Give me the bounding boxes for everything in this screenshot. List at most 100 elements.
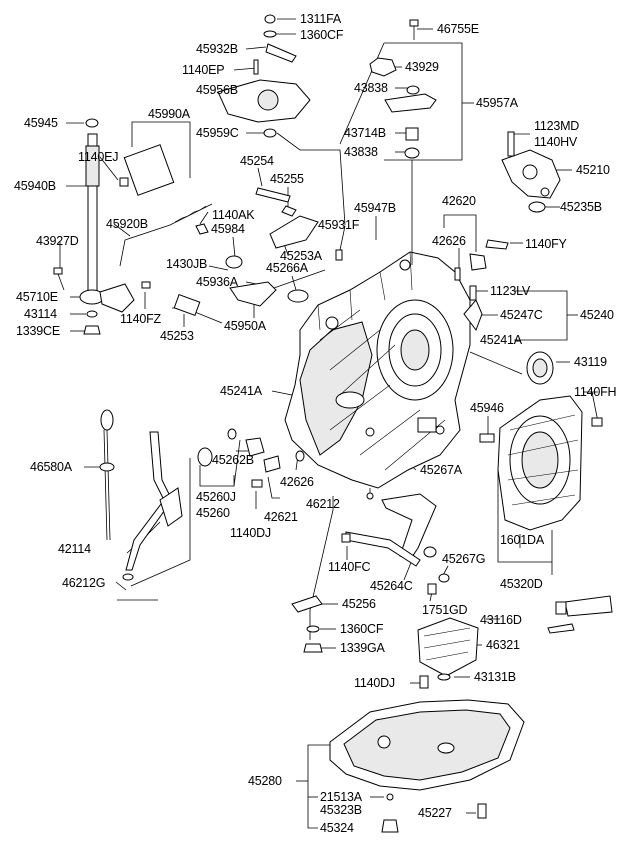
label-43116D: 43116D bbox=[480, 613, 522, 627]
label-1140DJ-mid: 1140DJ bbox=[230, 526, 271, 540]
label-43714B: 43714B bbox=[344, 126, 386, 140]
part-labels: 1311FA 1360CF 46755E 45932B 1140EP 43929… bbox=[14, 12, 617, 835]
oil-pan bbox=[329, 699, 525, 833]
label-45227: 45227 bbox=[418, 806, 452, 820]
inhibitor-switch bbox=[217, 14, 311, 138]
label-45984: 45984 bbox=[211, 222, 245, 236]
label-46755E: 46755E bbox=[437, 22, 479, 36]
label-1601DA: 1601DA bbox=[500, 533, 545, 547]
oil-seal-43119 bbox=[526, 351, 554, 385]
cap-45235B bbox=[528, 201, 546, 213]
label-42620: 42620 bbox=[442, 194, 476, 208]
label-45920B: 45920B bbox=[106, 217, 148, 231]
label-1140EP: 1140EP bbox=[182, 63, 224, 77]
label-1140FC: 1140FC bbox=[328, 560, 371, 574]
label-1751GD: 1751GD bbox=[422, 603, 468, 617]
label-1123LV: 1123LV bbox=[490, 284, 531, 298]
label-45280: 45280 bbox=[248, 774, 282, 788]
transmission-case bbox=[284, 251, 471, 489]
label-1140FZ: 1140FZ bbox=[120, 312, 162, 326]
label-45323B: 45323B bbox=[320, 803, 362, 817]
label-43838-a: 43838 bbox=[354, 81, 388, 95]
label-1360CF-top: 1360CF bbox=[300, 28, 344, 42]
label-45990A: 45990A bbox=[148, 107, 191, 121]
solenoid-group bbox=[197, 428, 305, 488]
bracket-45256 bbox=[291, 595, 323, 653]
label-45260J: 45260J bbox=[196, 490, 236, 504]
label-43838-b: 43838 bbox=[344, 145, 378, 159]
detent-spring-group bbox=[369, 57, 437, 265]
parking-pawl-shaft bbox=[255, 187, 297, 217]
label-45260: 45260 bbox=[196, 506, 230, 520]
label-43929: 43929 bbox=[405, 60, 439, 74]
label-45932B: 45932B bbox=[196, 42, 238, 56]
label-1123MD: 1123MD bbox=[534, 119, 579, 133]
label-45262B: 45262B bbox=[212, 453, 254, 467]
label-45959C: 45959C bbox=[196, 126, 239, 140]
label-45241A-left: 45241A bbox=[220, 384, 263, 398]
label-45247C: 45247C bbox=[500, 308, 543, 322]
label-43131B: 43131B bbox=[474, 670, 516, 684]
speed-sensor-42620 bbox=[454, 239, 509, 281]
label-45253: 45253 bbox=[160, 329, 194, 343]
label-45940B: 45940B bbox=[14, 179, 56, 193]
label-45946: 45946 bbox=[470, 401, 504, 415]
label-45255: 45255 bbox=[270, 172, 304, 186]
label-43927D: 43927D bbox=[36, 234, 79, 248]
label-42621: 42621 bbox=[264, 510, 298, 524]
label-43119: 43119 bbox=[574, 355, 607, 369]
label-45324: 45324 bbox=[320, 821, 354, 835]
label-1140AK: 1140AK bbox=[212, 208, 255, 222]
label-46580A: 46580A bbox=[30, 460, 73, 474]
label-1140FH: 1140FH bbox=[574, 385, 617, 399]
label-1360CF-bot: 1360CF bbox=[340, 622, 384, 636]
cover-45247C bbox=[463, 285, 483, 332]
label-1140HV: 1140HV bbox=[534, 135, 578, 149]
label-1430JB: 1430JB bbox=[166, 257, 207, 271]
plug-45946 bbox=[479, 417, 603, 443]
label-45320D: 45320D bbox=[500, 577, 543, 591]
label-45936A: 45936A bbox=[196, 275, 239, 289]
label-46321: 46321 bbox=[486, 638, 520, 652]
bolt-43927D bbox=[53, 267, 65, 291]
label-46212G: 46212G bbox=[62, 576, 105, 590]
manual-shaft bbox=[79, 118, 135, 335]
label-45266A: 45266A bbox=[266, 261, 309, 275]
bracket-45210 bbox=[501, 131, 561, 199]
sealant-tube bbox=[547, 595, 613, 634]
label-45253A: 45253A bbox=[280, 249, 323, 263]
converter-housing bbox=[497, 395, 583, 531]
label-45950A: 45950A bbox=[224, 319, 267, 333]
label-45267G: 45267G bbox=[442, 552, 485, 566]
label-45254: 45254 bbox=[240, 154, 274, 168]
label-21513A: 21513A bbox=[320, 790, 363, 804]
label-45931F: 45931F bbox=[318, 218, 360, 232]
label-1140DJ-bot: 1140DJ bbox=[354, 676, 395, 690]
label-45947B: 45947B bbox=[354, 201, 396, 215]
label-45945: 45945 bbox=[24, 116, 58, 130]
label-1140FY: 1140FY bbox=[525, 237, 568, 251]
oil-filter bbox=[417, 617, 479, 689]
label-1140EJ: 1140EJ bbox=[78, 150, 118, 164]
parking-rod bbox=[119, 144, 213, 267]
label-45235B: 45235B bbox=[560, 200, 602, 214]
bolt-46755E bbox=[409, 19, 419, 40]
pawl-bracket bbox=[269, 215, 343, 303]
detent-lever-group bbox=[141, 223, 277, 316]
label-45710E: 45710E bbox=[16, 290, 58, 304]
label-1339GA: 1339GA bbox=[340, 641, 386, 655]
label-42626-mid: 42626 bbox=[280, 475, 314, 489]
label-1311FA: 1311FA bbox=[300, 12, 342, 26]
label-45957A: 45957A bbox=[476, 96, 519, 110]
label-45241A-right: 45241A bbox=[480, 333, 523, 347]
label-43114: 43114 bbox=[24, 307, 57, 321]
label-42114: 42114 bbox=[58, 542, 91, 556]
label-45210: 45210 bbox=[576, 163, 610, 177]
label-45956B: 45956B bbox=[196, 83, 238, 97]
label-45240: 45240 bbox=[580, 308, 614, 322]
cooler-pipes bbox=[341, 492, 450, 595]
label-46212-mid: 46212 bbox=[306, 497, 340, 511]
label-1339CE: 1339CE bbox=[16, 324, 60, 338]
label-45256: 45256 bbox=[342, 597, 376, 611]
